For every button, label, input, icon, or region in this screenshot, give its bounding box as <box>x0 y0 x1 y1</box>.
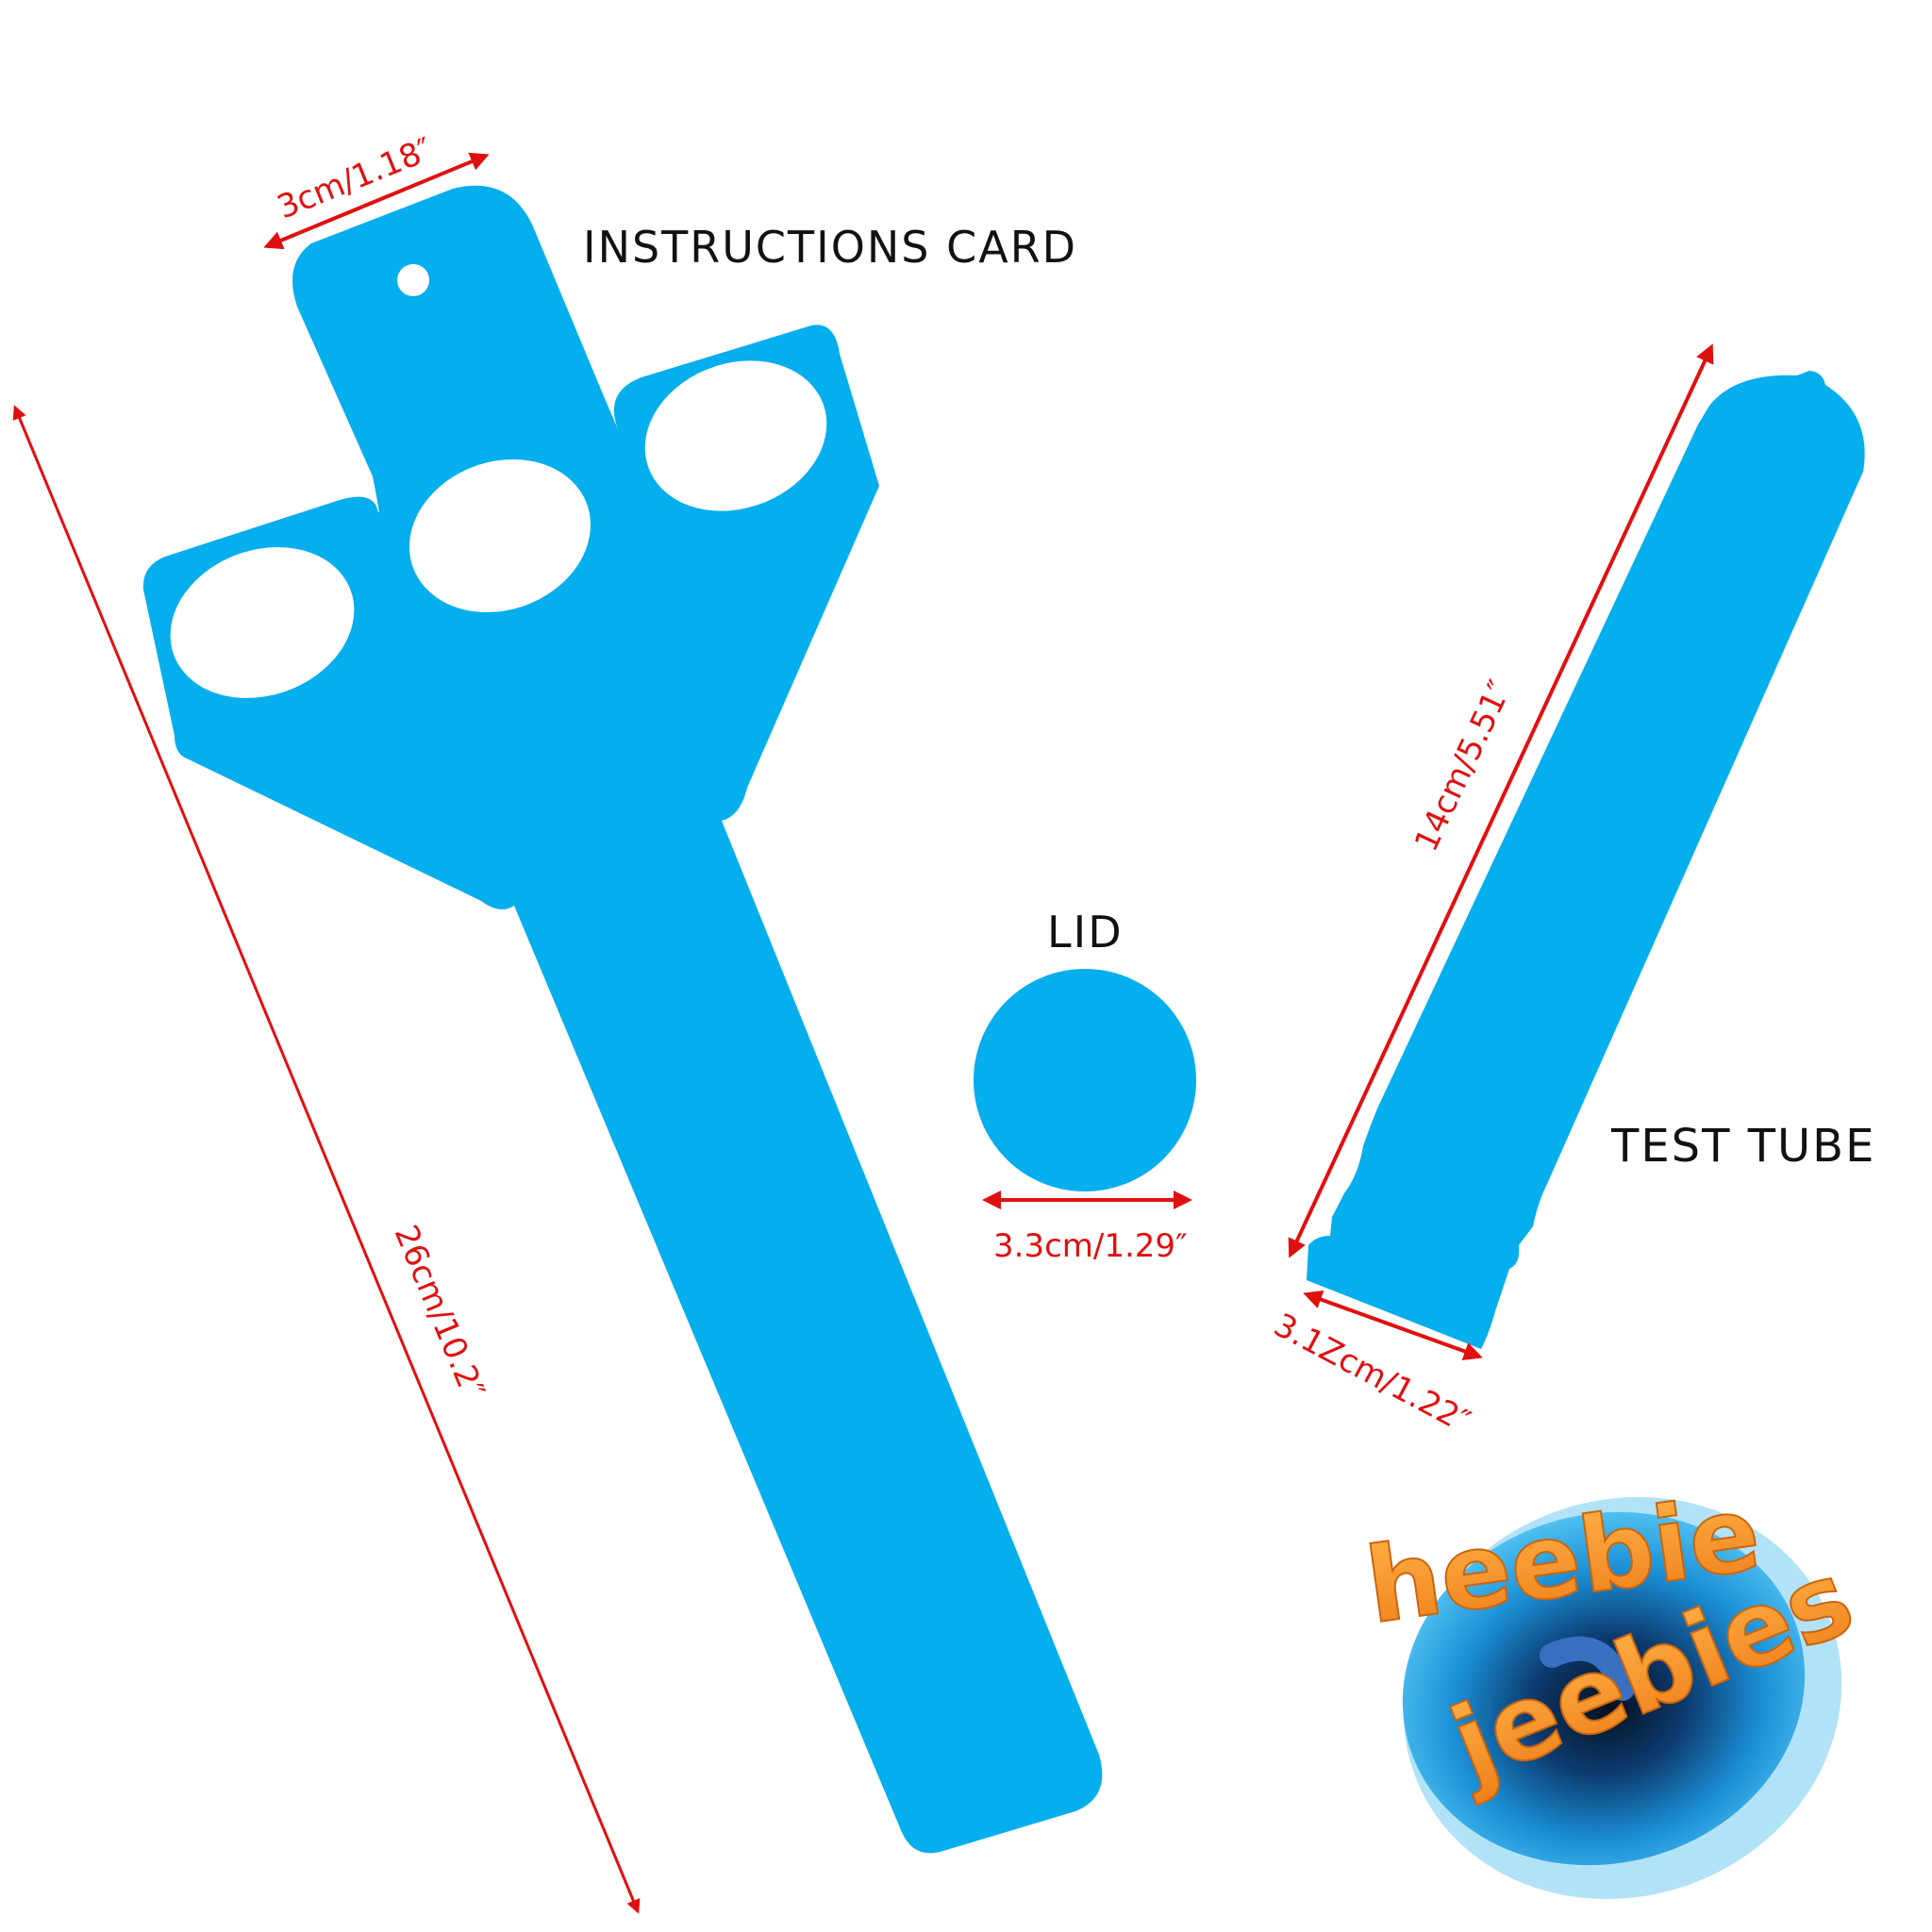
heebie-jeebies-logo: heebie jeebies <box>1358 1472 1870 1900</box>
instructions-card-title: INSTRUCTIONS CARD <box>583 222 1077 273</box>
instructions-card-shape <box>142 185 1103 1854</box>
lid-diameter-dimension-label: 3.3cm/1.29″ <box>993 1227 1188 1265</box>
card-width-dimension-line <box>263 152 490 250</box>
card-length-dimension-label: 26cm/10.2″ <box>387 1220 492 1404</box>
lid-shape <box>974 969 1196 1191</box>
test-tube-title: TEST TUBE <box>1610 1120 1875 1173</box>
tube-width-dimension-line <box>1303 1291 1483 1360</box>
lid-title: LID <box>1047 907 1124 958</box>
logo-blue-swirl <box>1402 1511 1806 1866</box>
card-length-dimension-line <box>12 405 641 1914</box>
tube-length-dimension-line <box>1288 343 1714 1258</box>
tube-length-dimension-label: 14cm/5.51″ <box>1407 675 1520 858</box>
test-tube-shape <box>1307 371 1865 1349</box>
